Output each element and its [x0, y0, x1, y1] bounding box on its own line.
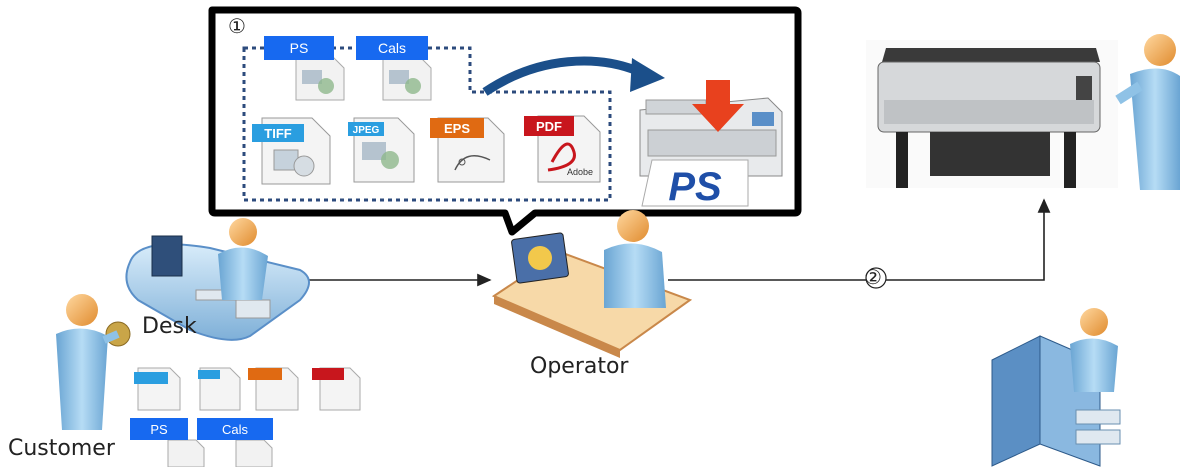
pdf-label: PDF — [536, 119, 562, 134]
operator-to-plotter-line — [668, 198, 1051, 281]
cals-tag: Cals — [356, 36, 428, 60]
tiff-label: TIFF — [264, 126, 291, 141]
jpeg-label: JPEG — [353, 125, 380, 136]
ps-tag: PS — [264, 36, 334, 60]
customer-pdf-icon — [312, 367, 361, 411]
customer-ps-icon — [167, 439, 205, 467]
customer-jpeg-icon — [198, 367, 241, 411]
cals-document-icon — [382, 55, 432, 101]
jpeg-file-icon: JPEG — [348, 117, 415, 183]
finishing-machine — [991, 308, 1121, 467]
customer-cals-tag: Cals — [197, 418, 273, 440]
tiff-file-icon: TIFF — [252, 117, 331, 185]
customer-tiff-icon — [134, 367, 181, 411]
customer-ps-tag: PS — [130, 418, 188, 440]
customer-figure — [56, 294, 131, 430]
desk-workstation — [125, 218, 310, 341]
customer-cals-icon — [235, 439, 273, 467]
ps-output-sheet: PS — [641, 159, 749, 209]
large-format-plotter — [866, 40, 1118, 188]
eps-label: EPS — [444, 121, 470, 136]
pdf-file-icon: PDF Adobe — [524, 115, 601, 183]
ps-output-label: PS — [668, 165, 722, 209]
plotter-operator-figure — [1115, 34, 1180, 190]
to-printer-curved-arrow — [482, 56, 665, 96]
step-2-marker: ② — [864, 265, 882, 289]
adobe-label: Adobe — [567, 167, 593, 177]
customer-label: Customer — [8, 436, 115, 461]
desktop-printer-icon — [639, 80, 783, 177]
file-group-dashed-border — [242, 46, 612, 202]
ps-document-icon — [295, 55, 345, 101]
operator-label: Operator — [530, 354, 629, 379]
eps-file-icon: EPS — [430, 117, 505, 183]
customer-eps-icon — [248, 367, 299, 411]
operator-workstation — [491, 210, 693, 358]
step-1-marker: ① — [228, 14, 246, 38]
desk-label: Desk — [142, 314, 197, 339]
